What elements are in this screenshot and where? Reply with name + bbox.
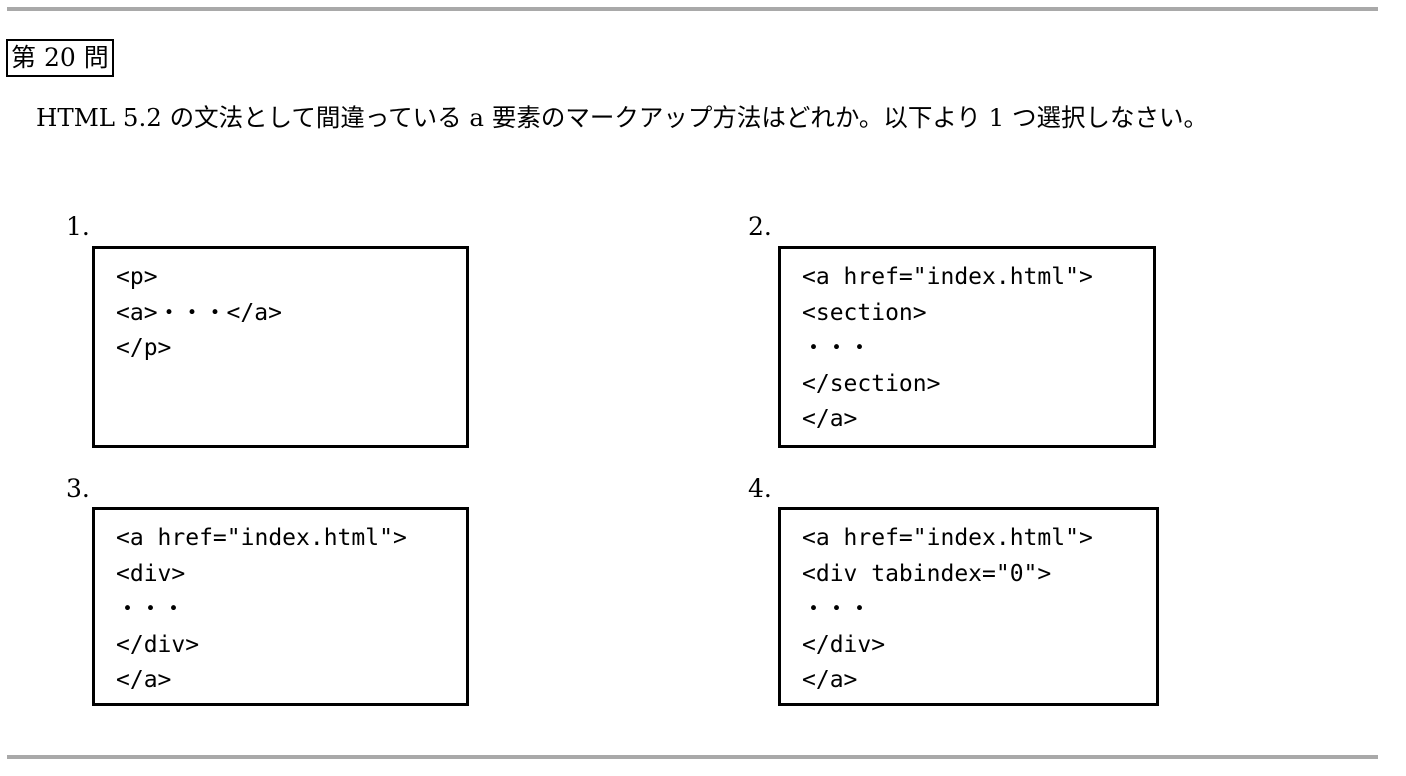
code-line: <a href="index.html"> <box>116 525 407 551</box>
option-4-code-box: <a href="index.html"> <div tabindex="0">… <box>778 507 1159 706</box>
bottom-rule <box>7 755 1378 759</box>
code-line: <div> <box>116 560 186 587</box>
option-1-number: 1. <box>66 212 90 241</box>
code-line: </a> <box>116 667 172 693</box>
option-3-code-box: <a href="index.html"> <div> ・・・ </div> <… <box>92 507 469 706</box>
code-line: </div> <box>802 631 886 658</box>
code-line: </a> <box>802 667 858 693</box>
code-line: </section> <box>802 370 941 397</box>
option-4-number: 4. <box>748 474 772 503</box>
question-title: 第 20 問 <box>6 39 114 77</box>
code-line: <a href="index.html"> <box>802 525 1093 551</box>
option-2-number: 2. <box>748 212 772 241</box>
code-line: <a>・・・</a> <box>116 299 282 326</box>
code-line: </a> <box>802 406 858 432</box>
code-line: <div tabindex="0"> <box>802 560 1052 587</box>
question-text: HTML 5.2 の文法として間違っている a 要素のマークアップ方法はどれか。… <box>36 103 1209 132</box>
code-line: ・・・ <box>116 596 185 622</box>
option-2-code-box: <a href="index.html"> <section> ・・・ </se… <box>778 246 1156 448</box>
code-line: ・・・ <box>802 335 871 361</box>
code-line: </p> <box>116 335 172 361</box>
option-3-number: 3. <box>66 474 90 503</box>
top-rule <box>7 7 1378 11</box>
code-line: <a href="index.html"> <box>802 264 1093 290</box>
code-line: ・・・ <box>802 596 871 622</box>
option-1-code-box: <p> <a>・・・</a> </p> <box>92 246 469 448</box>
code-line: <section> <box>802 299 927 326</box>
code-line: </div> <box>116 631 200 658</box>
code-line: <p> <box>116 264 158 290</box>
